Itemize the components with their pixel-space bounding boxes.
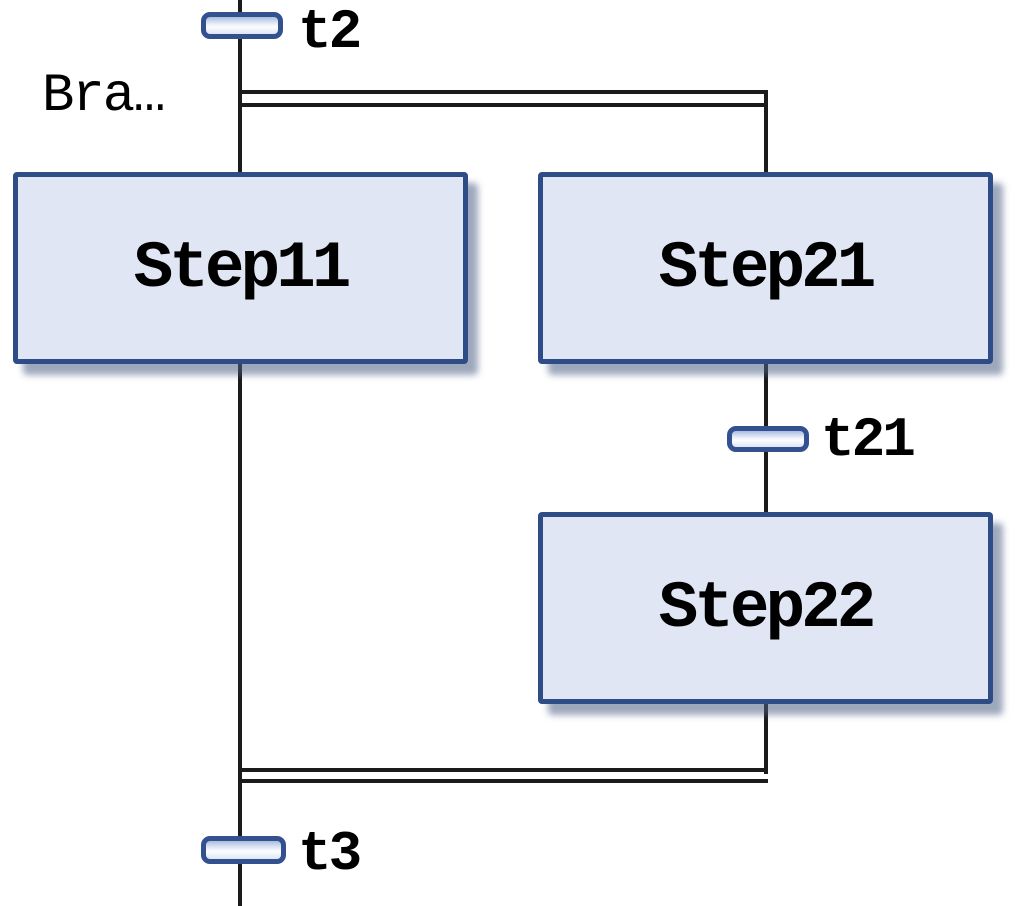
transition-t2-bar[interactable] (201, 12, 283, 39)
parallel-branch-join-bar (238, 768, 768, 783)
step-step21-label: Step21 (658, 230, 877, 306)
parallel-branch-split-bar (238, 90, 768, 107)
flow-line-right-bottom (764, 702, 768, 774)
branch-name-label[interactable]: Bra… (42, 66, 166, 127)
step-step11-label: Step11 (133, 230, 352, 306)
transition-t21-label: t21 (821, 408, 916, 472)
step-step22-label: Step22 (658, 570, 877, 646)
transition-t21-bar[interactable] (727, 426, 809, 452)
flow-line-left-main (238, 362, 242, 906)
step-step11[interactable]: Step11 (13, 172, 468, 364)
transition-t2-label: t2 (298, 0, 362, 64)
flow-line-top (238, 0, 242, 175)
flow-line-right-top (764, 94, 768, 175)
step-step21[interactable]: Step21 (538, 172, 993, 364)
step-step22[interactable]: Step22 (538, 512, 993, 704)
transition-t3-bar[interactable] (201, 836, 286, 864)
transition-t3-label: t3 (298, 822, 362, 886)
